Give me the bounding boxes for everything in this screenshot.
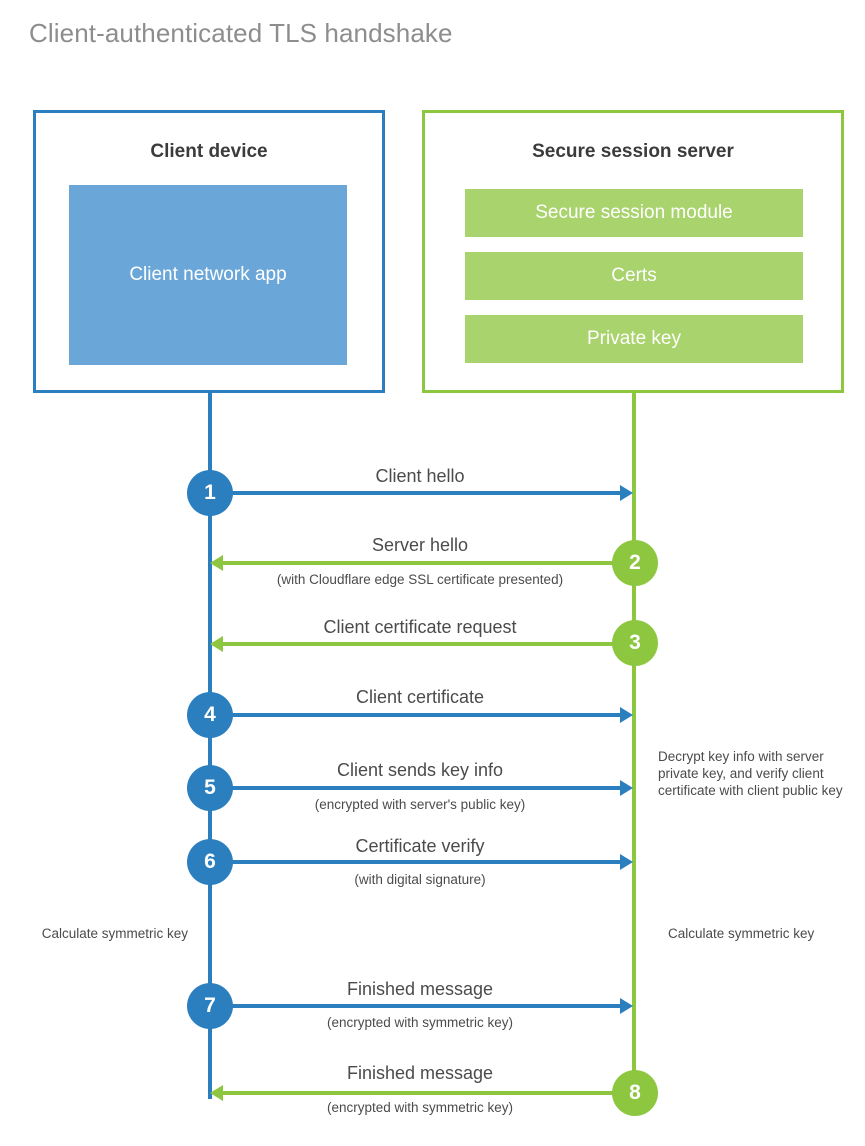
client-network-app-block: Client network app (69, 185, 347, 365)
step-6-label: Certificate verify (355, 836, 485, 856)
step-7-arrow-head-icon (620, 998, 633, 1014)
step-8-arrow-head-icon (210, 1085, 223, 1101)
server-component-certs: Certs (465, 252, 803, 300)
step-5-circle[interactable]: 5 (187, 765, 233, 811)
step-3-label: Client certificate request (323, 617, 517, 637)
step-1-arrow-head-icon (620, 485, 633, 501)
client-lifeline (208, 392, 212, 1099)
secure-session-server-box: Secure session server Secure session mod… (422, 110, 844, 393)
step-1-arrow-line (210, 491, 620, 495)
step-8-label: Finished message (346, 1063, 494, 1083)
step-4-arrow-line (210, 713, 620, 717)
secure-session-server-title: Secure session server (532, 141, 734, 162)
step-2-arrow-head-icon (210, 555, 223, 571)
step-1-label: Client hello (375, 466, 465, 486)
step-7-circle[interactable]: 7 (187, 983, 233, 1029)
page-title: Client-authenticated TLS handshake (29, 18, 453, 48)
step-2-sublabel: (with Cloudflare edge SSL certificate pr… (276, 572, 564, 587)
step-2-label: Server hello (371, 535, 469, 555)
step-6-arrow-line (210, 860, 620, 864)
server-component-private-key: Private key (465, 315, 803, 363)
note-client-calculate-symmetric-key: Calculate symmetric key (41, 926, 188, 941)
client-device-title: Client device (150, 141, 268, 162)
step-1-circle[interactable]: 1 (187, 470, 233, 516)
step-5-label: Client sends key info (336, 760, 504, 780)
step-4-arrow-head-icon (620, 707, 633, 723)
note-server-calculate-symmetric-key: Calculate symmetric key (668, 926, 815, 941)
server-component-secure-session-module: Secure session module (465, 189, 803, 237)
server-lifeline (632, 392, 636, 1095)
step-5-arrow-head-icon (620, 780, 633, 796)
step-6-sublabel: (with digital signature) (354, 872, 486, 887)
step-2-circle[interactable]: 2 (612, 540, 658, 586)
step-7-label: Finished message (346, 979, 494, 999)
step-8-sublabel: (encrypted with symmetric key) (326, 1100, 514, 1115)
step-8-arrow-line (222, 1091, 634, 1095)
step-3-arrow-line (222, 642, 634, 646)
step-6-circle[interactable]: 6 (187, 839, 233, 885)
step-7-arrow-line (210, 1004, 620, 1008)
step-3-circle[interactable]: 3 (612, 620, 658, 666)
client-device-box: Client device Client network app (33, 110, 385, 393)
step-4-label: Client certificate (355, 687, 485, 707)
note-server-decrypt: Decrypt key info with server private key… (658, 749, 843, 798)
step-5-sublabel: (encrypted with server's public key) (314, 797, 526, 812)
step-6-arrow-head-icon (620, 854, 633, 870)
step-5-arrow-line (210, 786, 620, 790)
step-8-circle[interactable]: 8 (612, 1070, 658, 1116)
step-2-arrow-line (222, 561, 634, 565)
step-4-circle[interactable]: 4 (187, 692, 233, 738)
step-7-sublabel: (encrypted with symmetric key) (326, 1015, 514, 1030)
step-3-arrow-head-icon (210, 636, 223, 652)
